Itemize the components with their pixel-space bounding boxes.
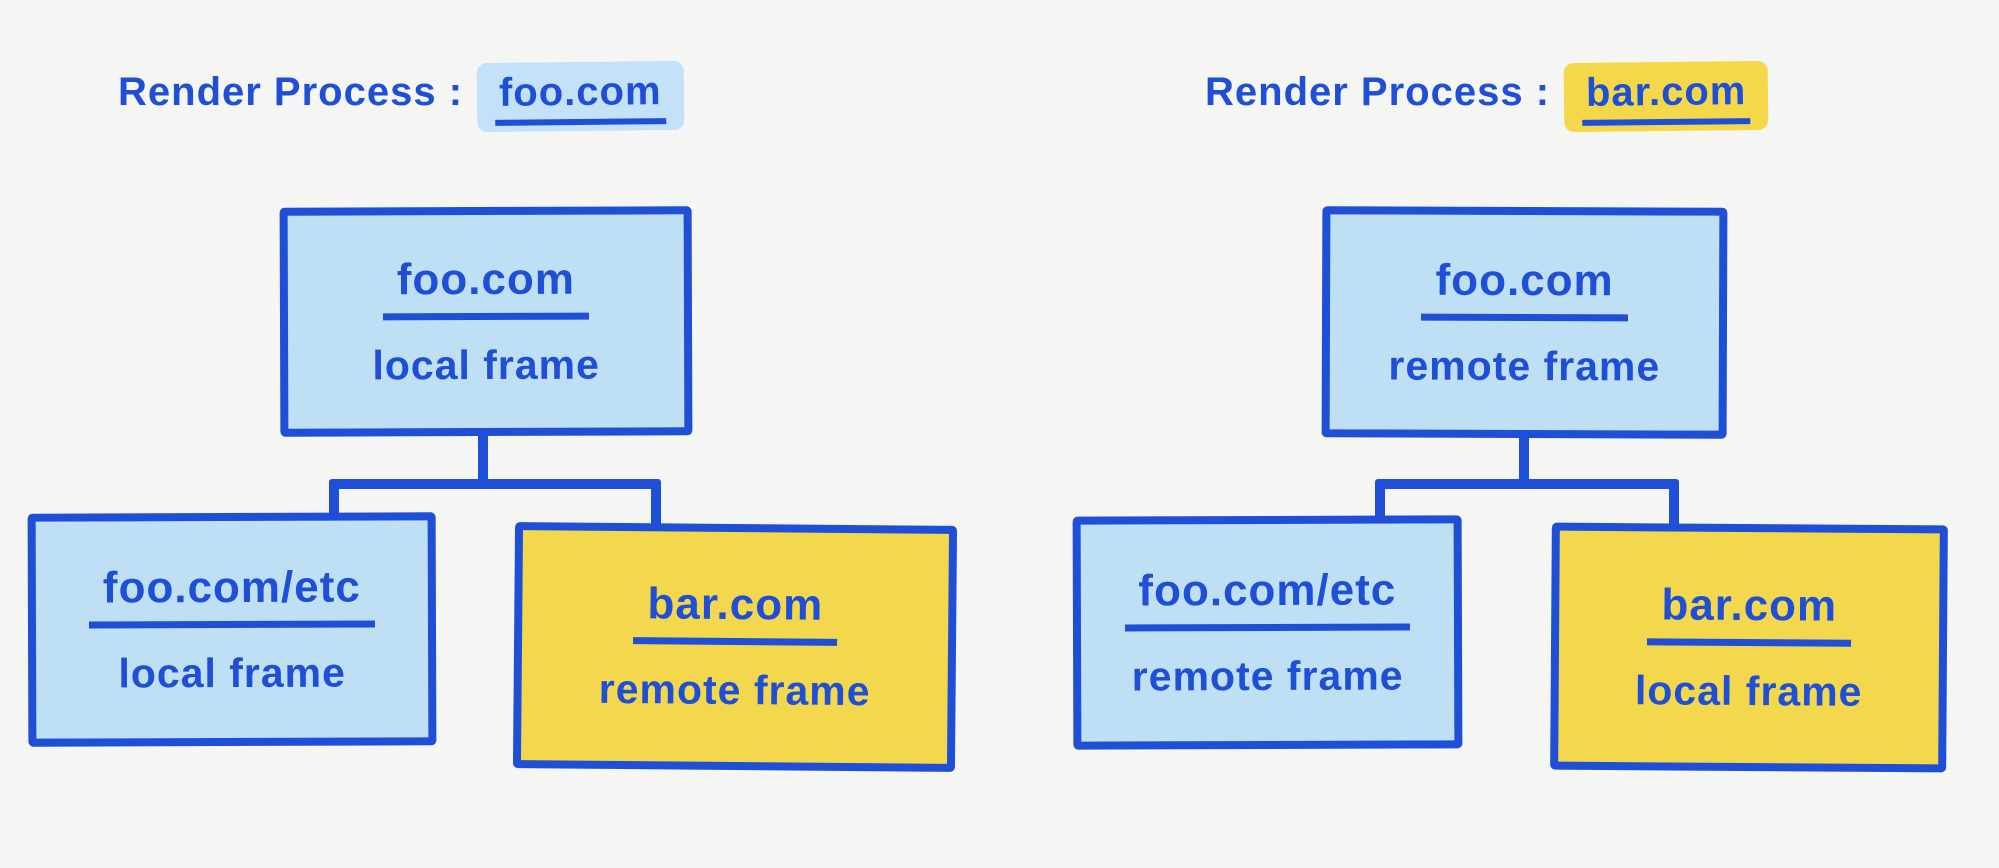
tree-connector-drop-right xyxy=(1669,483,1679,535)
process-title: Render Process : foo.com xyxy=(118,60,684,133)
tree-connector-drop-left xyxy=(329,483,339,525)
frame-node-frame-type: local frame xyxy=(118,649,346,696)
tree-connector-stem xyxy=(1519,434,1529,488)
frame-node-site: foo.com xyxy=(382,254,590,320)
frame-node-site: bar.com xyxy=(1647,579,1852,647)
process-title: Render Process : bar.com xyxy=(1205,60,1769,133)
process-title-prefix: Render Process : xyxy=(1205,70,1551,114)
frame-node-frame-type: local frame xyxy=(372,341,600,388)
process-title-prefix: Render Process : xyxy=(118,70,464,114)
frame-node-child-left: foo.com/etc remote frame xyxy=(1072,515,1463,750)
frame-node-frame-type: remote frame xyxy=(1388,342,1661,389)
frame-node-site: foo.com/etc xyxy=(1124,565,1411,631)
frame-node-site: bar.com xyxy=(633,579,838,646)
process-title-domain: foo.com xyxy=(494,69,666,126)
frame-node-child-left: foo.com/etc local frame xyxy=(27,512,437,747)
tree-connector-horizontal xyxy=(329,479,661,489)
frame-node-frame-type: remote frame xyxy=(1131,652,1404,699)
process-title-domain-highlight: bar.com xyxy=(1563,60,1769,133)
frame-node-frame-type: local frame xyxy=(1634,666,1863,715)
tree-connector-drop-left xyxy=(1375,483,1385,527)
process-title-domain: bar.com xyxy=(1581,69,1751,126)
frame-node-child-right: bar.com remote frame xyxy=(512,522,958,772)
frame-node-root: foo.com remote frame xyxy=(1321,206,1728,439)
frame-node-site: foo.com xyxy=(1421,255,1628,321)
frame-node-child-right: bar.com local frame xyxy=(1550,522,1948,773)
frame-node-root: foo.com local frame xyxy=(279,206,693,437)
tree-connector-horizontal xyxy=(1375,479,1679,489)
tree-connector-stem xyxy=(478,432,488,488)
process-title-domain-highlight: foo.com xyxy=(476,60,684,133)
frame-node-site: foo.com/etc xyxy=(88,562,375,628)
tree-connector-drop-right xyxy=(651,483,661,535)
frame-node-frame-type: remote frame xyxy=(598,665,871,715)
